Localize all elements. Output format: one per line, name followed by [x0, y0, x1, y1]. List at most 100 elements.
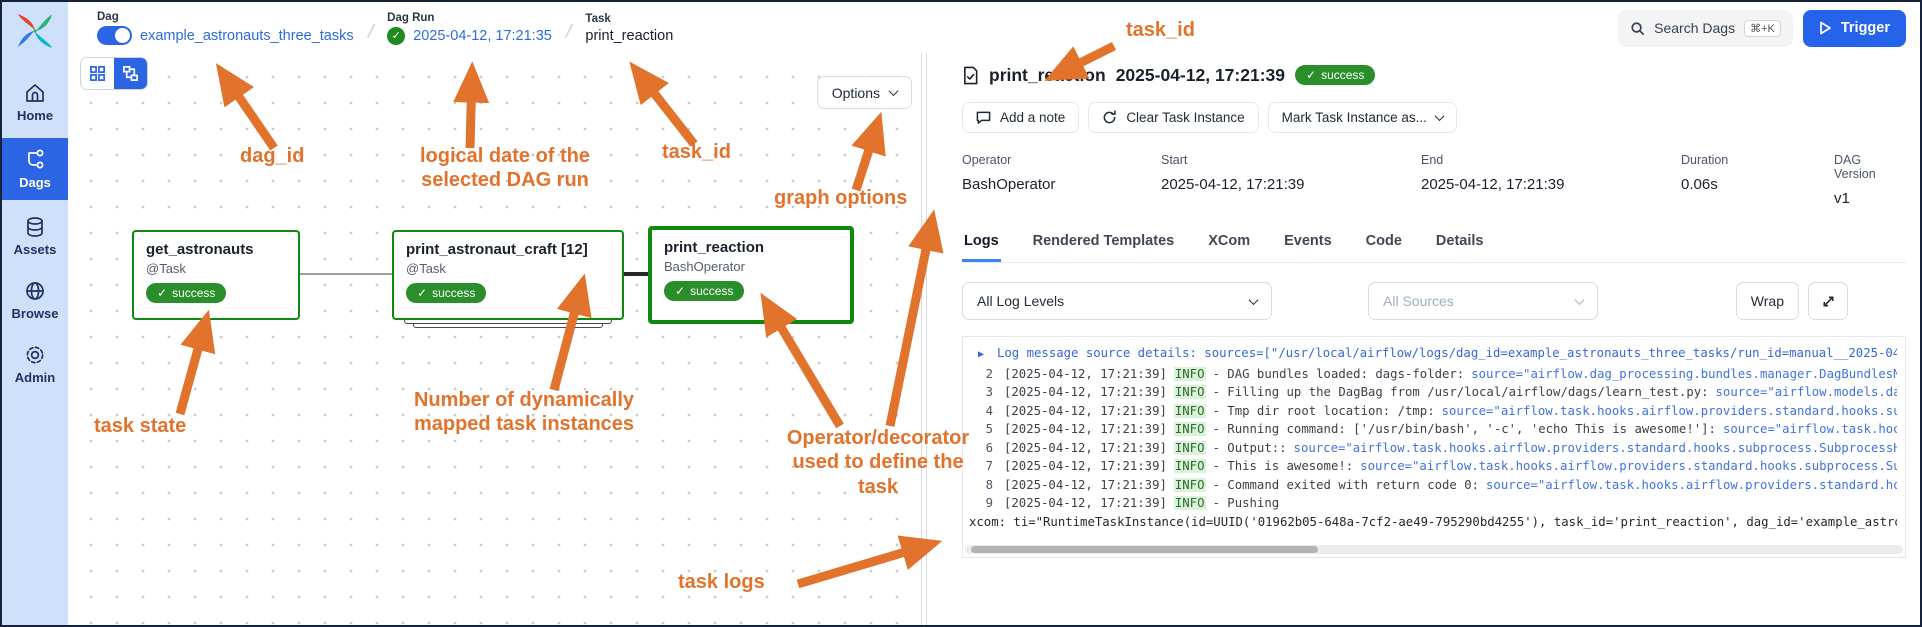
- edge-print-astronaut-craft-to-print-reaction: [624, 272, 650, 276]
- log-level-badge: INFO: [1173, 477, 1206, 492]
- meta-dag-version: DAG Version v1: [1834, 153, 1906, 207]
- log-sources-select[interactable]: All Sources: [1368, 282, 1598, 320]
- log-level-badge: INFO: [1173, 403, 1206, 418]
- log-controls: All Log Levels All Sources Wrap: [962, 282, 1906, 320]
- task-node-print-astronaut-craft[interactable]: print_astronaut_craft [12] @Task ✓succes…: [392, 230, 624, 320]
- clear-task-instance-label: Clear Task Instance: [1126, 110, 1245, 125]
- expand-diagonal-icon: [1822, 295, 1834, 307]
- grid-view-button[interactable]: [81, 58, 114, 89]
- meta-duration: Duration 0.06s: [1681, 153, 1834, 207]
- mapped-task-stack-line: [404, 320, 612, 324]
- meta-value: 2025-04-12, 17:21:39: [1421, 176, 1565, 193]
- task-node-print-reaction[interactable]: print_reaction BashOperator ✓success: [648, 226, 854, 324]
- log-xcom-line: xcom: ti="RuntimeTaskInstance(id=UUID('0…: [969, 514, 1897, 529]
- dag-run-label: Dag Run: [387, 11, 435, 24]
- meta-value: BashOperator: [962, 176, 1056, 193]
- sidebar-item-assets[interactable]: Assets: [2, 208, 68, 264]
- sidebar-item-dags[interactable]: Dags: [2, 138, 68, 200]
- scrollbar-thumb[interactable]: [971, 546, 1319, 553]
- check-icon: ✓: [1306, 68, 1317, 82]
- tab-code[interactable]: Code: [1365, 233, 1402, 249]
- graph-icon: [123, 66, 138, 81]
- view-toggle-group: [80, 57, 148, 90]
- clear-task-instance-button[interactable]: Clear Task Instance: [1088, 102, 1259, 133]
- task-instance-meta: Operator BashOperator Start 2025-04-12, …: [962, 153, 1906, 207]
- log-levels-select[interactable]: All Log Levels: [962, 282, 1272, 320]
- task-node-operator: @Task: [146, 261, 186, 276]
- sidebar-item-admin[interactable]: Admin: [2, 336, 68, 392]
- meta-value: v1: [1834, 190, 1850, 207]
- log-level-badge: INFO: [1173, 496, 1206, 510]
- log-source-link[interactable]: source="airflow.dag_processing.bundles.m…: [1471, 366, 1897, 381]
- chevron-down-icon: [1248, 294, 1259, 305]
- sidebar-item-label: Dags: [19, 175, 51, 190]
- task-state-badge: ✓success: [664, 281, 745, 301]
- task-instance-title: print_reaction: [989, 64, 1106, 85]
- check-icon: ✓: [417, 286, 428, 300]
- log-level-badge: INFO: [1173, 422, 1206, 436]
- options-label: Options: [831, 84, 880, 101]
- log-level-badge: INFO: [1173, 459, 1206, 473]
- log-line: 8[2025-04-12, 17:21:39]INFO- Command exi…: [969, 476, 1897, 495]
- chevron-down-icon: [888, 86, 899, 97]
- sidebar-item-browse[interactable]: Browse: [2, 272, 68, 328]
- add-note-button[interactable]: Add a note: [962, 102, 1080, 133]
- task-label: Task: [585, 12, 611, 25]
- dag-graph-panel: Options get_astronauts @Task ✓success pr…: [68, 54, 922, 625]
- dag-run-success-icon: ✓: [387, 26, 406, 45]
- graph-options-button[interactable]: Options: [816, 76, 912, 109]
- task-node-title: get_astronauts: [146, 241, 254, 258]
- sidebar-item-home[interactable]: Home: [2, 74, 68, 130]
- graph-view-button[interactable]: [114, 58, 147, 89]
- meta-value: 2025-04-12, 17:21:39: [1161, 176, 1305, 193]
- tab-rendered-templates[interactable]: Rendered Templates: [1032, 233, 1175, 249]
- log-viewer[interactable]: ▶Log message source details: sources=["/…: [962, 336, 1906, 558]
- dag-run-date-link[interactable]: 2025-04-12, 17:21:35: [413, 27, 552, 44]
- log-source-link[interactable]: source="airflow.task.hooks.airflow.provi…: [1293, 440, 1897, 455]
- mark-task-instance-as-button[interactable]: Mark Task Instance as...: [1267, 102, 1457, 133]
- search-dags-input[interactable]: Search Dags ⌘+K: [1618, 9, 1793, 47]
- wrap-button[interactable]: Wrap: [1735, 282, 1799, 320]
- dag-pause-toggle[interactable]: [97, 26, 132, 45]
- log-horizontal-scrollbar[interactable]: [965, 545, 1903, 554]
- trigger-label: Trigger: [1840, 20, 1890, 36]
- mapped-task-stack-line: [413, 324, 603, 328]
- chevron-down-icon: [1434, 111, 1445, 122]
- tab-xcom[interactable]: XCom: [1208, 233, 1251, 249]
- meta-end: End 2025-04-12, 17:21:39: [1421, 153, 1681, 207]
- task-node-operator: BashOperator: [664, 259, 745, 274]
- search-placeholder: Search Dags: [1654, 20, 1736, 36]
- meta-label: Operator: [962, 153, 1012, 167]
- task-node-title: print_astronaut_craft [12]: [406, 241, 588, 258]
- breadcrumb-task: Task print_reaction: [585, 13, 673, 44]
- tab-details[interactable]: Details: [1435, 233, 1484, 249]
- log-line: 7[2025-04-12, 17:21:39]INFO- This is awe…: [969, 457, 1897, 476]
- fullscreen-button[interactable]: [1808, 282, 1848, 320]
- task-instance-panel: print_reaction 2025-04-12, 17:21:39 ✓suc…: [927, 54, 1920, 625]
- log-source-link[interactable]: source="airflow.task.hooks.airflow.provi…: [1360, 459, 1897, 473]
- tab-events[interactable]: Events: [1284, 233, 1332, 249]
- log-level-badge: INFO: [1173, 440, 1206, 455]
- task-node-title: print_reaction: [664, 239, 765, 256]
- log-level-badge: INFO: [1173, 385, 1206, 399]
- meta-value: 0.06s: [1681, 176, 1718, 193]
- log-source-link[interactable]: source="airflow.task.hooks.airflow.provi…: [1441, 403, 1897, 418]
- trigger-button[interactable]: Trigger: [1802, 9, 1906, 47]
- dag-label: Dag: [97, 11, 119, 23]
- log-source-link[interactable]: source="airflow.task.hook: [1722, 422, 1897, 436]
- breadcrumb-separator: /: [365, 20, 376, 43]
- log-source-link[interactable]: source="airflow.models.dag: [1715, 385, 1897, 399]
- chevron-down-icon: [1574, 294, 1585, 305]
- expand-row-icon[interactable]: ▶: [977, 349, 985, 360]
- meta-label: Duration: [1681, 153, 1729, 167]
- log-source-details-row[interactable]: ▶Log message source details: sources=["/…: [969, 344, 1897, 365]
- tab-logs[interactable]: Logs: [962, 233, 1001, 262]
- log-line: 9[2025-04-12, 17:21:39]INFO- Pushing: [985, 496, 1280, 510]
- dag-id-link[interactable]: example_astronauts_three_tasks: [140, 27, 354, 44]
- log-level-badge: INFO: [1173, 366, 1206, 381]
- meta-label: DAG Version: [1834, 153, 1876, 181]
- log-source-link[interactable]: source="airflow.task.hooks.airflow.provi…: [1486, 477, 1897, 492]
- task-node-get-astronauts[interactable]: get_astronauts @Task ✓success: [132, 230, 300, 320]
- meta-label: Start: [1161, 153, 1188, 167]
